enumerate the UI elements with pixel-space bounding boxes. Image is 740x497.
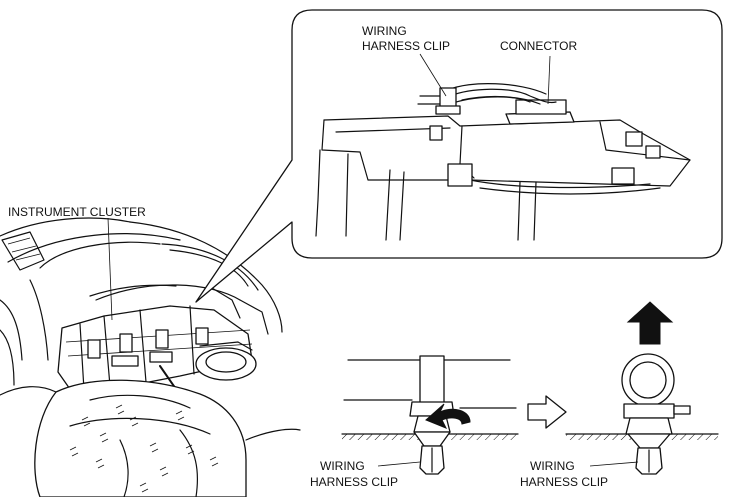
clip-twist-step — [341, 355, 519, 475]
right-wiring-harness-clip-label-line1: WIRING — [530, 459, 575, 473]
right-wiring-harness-clip-label-line2: HARNESS CLIP — [520, 475, 608, 489]
inset-wiring-harness-clip-label-line1: WIRING — [362, 24, 407, 38]
instrument-cluster-label: INSTRUMENT CLUSTER — [8, 205, 146, 219]
left-clip-leader — [377, 461, 421, 467]
right-outline-arrow-icon — [527, 395, 567, 429]
right-clip-leader — [589, 461, 639, 467]
instrument-cluster-leader — [107, 217, 113, 321]
inset-connector-leader — [547, 55, 551, 105]
inset-callout — [195, 9, 723, 303]
inset-connector-label: CONNECTOR — [500, 39, 577, 53]
clip-pull-step — [565, 301, 719, 475]
inset-clip-leader — [419, 53, 447, 97]
curved-rotate-arrow-icon — [425, 403, 471, 429]
left-wiring-harness-clip-label-line1: WIRING — [320, 459, 365, 473]
dashboard-illustration — [0, 217, 301, 497]
up-arrow-icon — [626, 301, 674, 345]
inset-wiring-harness-clip-label-line2: HARNESS CLIP — [362, 39, 450, 53]
left-wiring-harness-clip-label-line2: HARNESS CLIP — [310, 475, 398, 489]
